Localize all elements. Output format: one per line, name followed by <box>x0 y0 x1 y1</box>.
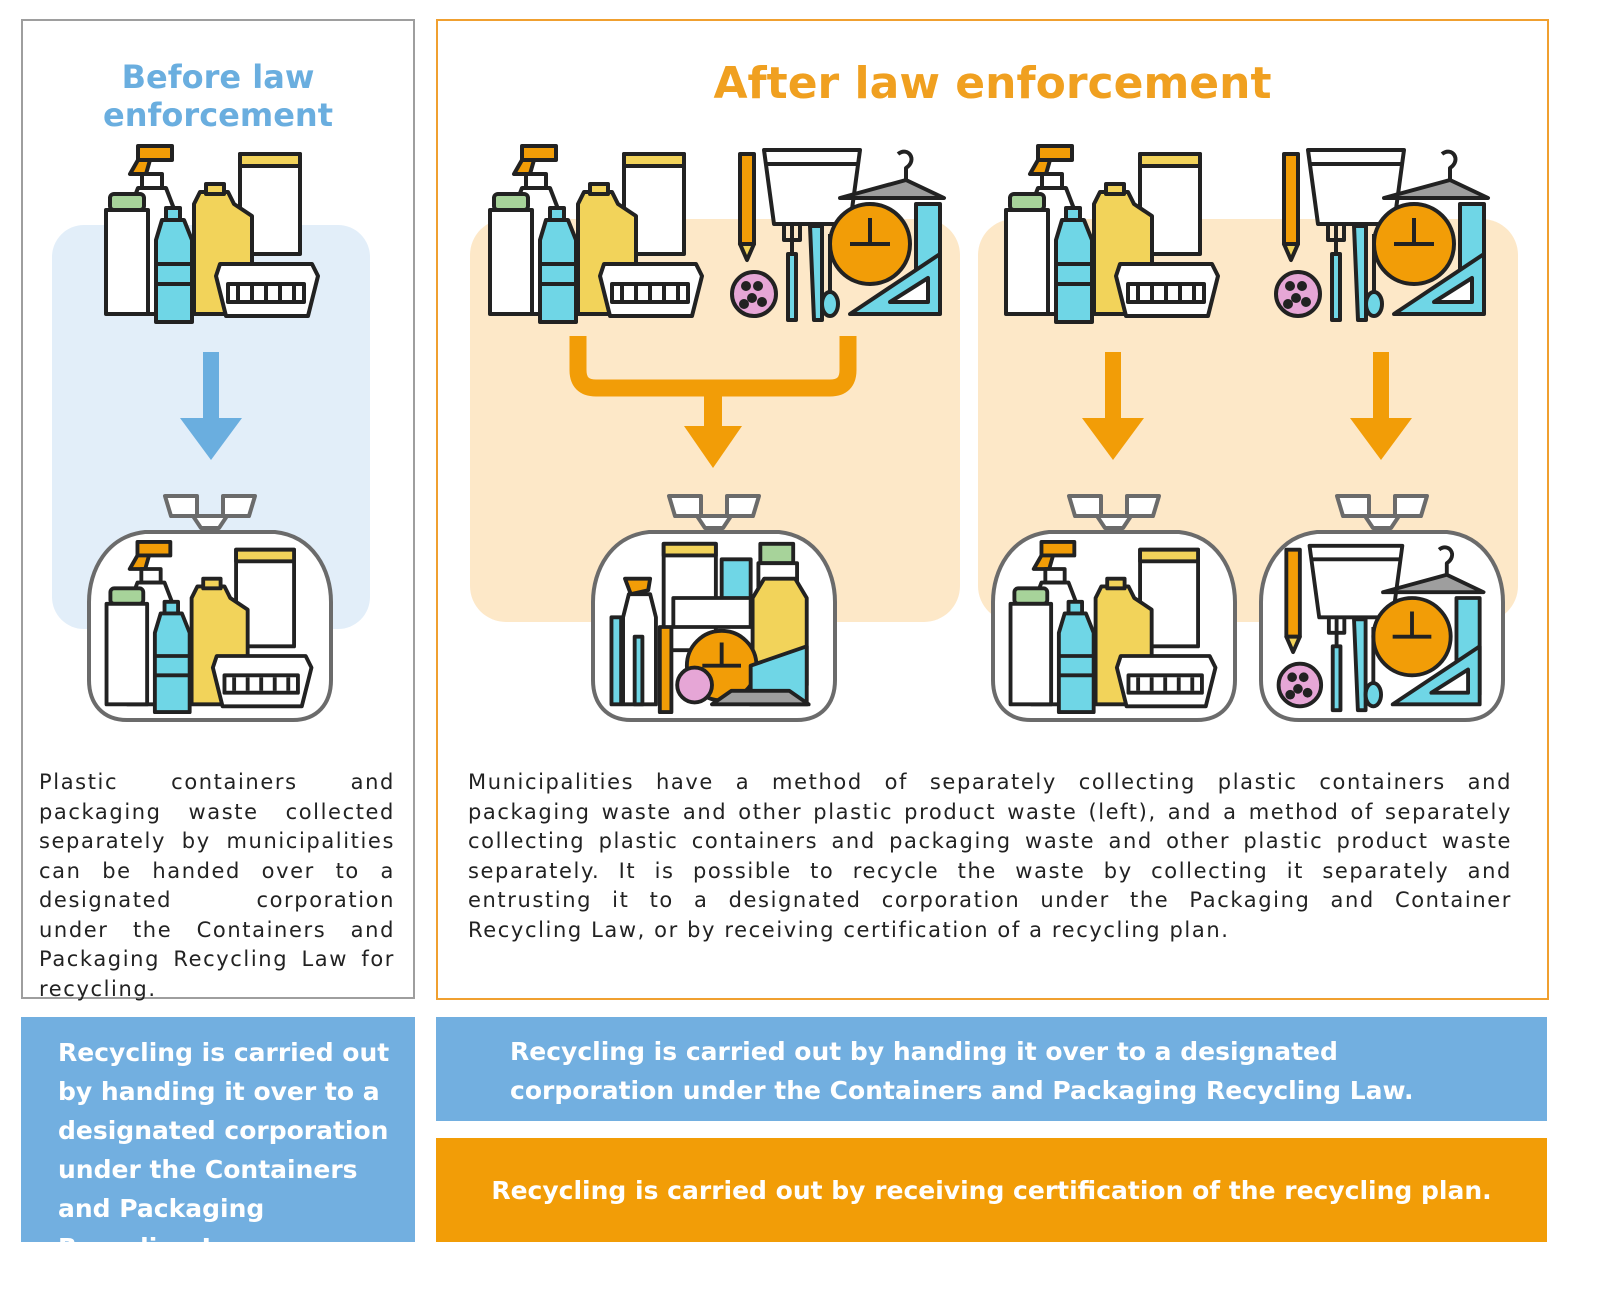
containers-packaging-icon <box>1002 144 1222 324</box>
containers-packaging-icon <box>100 540 318 714</box>
before-panel <box>21 19 415 999</box>
arrow-down-icon <box>180 352 242 460</box>
after-designated-corporation-banner: Recycling is carried out by handing it o… <box>436 1017 1547 1121</box>
after-recycling-plan-banner: Recycling is carried out by receiving ce… <box>436 1138 1547 1242</box>
plastic-products-icon <box>1274 540 1492 714</box>
arrow-down-icon <box>1350 352 1412 460</box>
before-description: Plastic containers and packaging waste c… <box>39 770 395 1001</box>
before-title: Before law enforcement <box>103 58 333 134</box>
before-recycling-banner-text: Recycling is carried out by handing it o… <box>58 1038 390 1262</box>
after-title: After law enforcement <box>713 58 1272 109</box>
mixed-plastics-icon <box>596 540 828 714</box>
before-recycling-banner: Recycling is carried out by handing it o… <box>21 1017 415 1262</box>
arrow-down-icon <box>1082 352 1144 460</box>
containers-packaging-icon <box>102 144 322 324</box>
after-designated-corporation-banner-text: Recycling is carried out by handing it o… <box>510 1037 1414 1105</box>
merge-arrow-icon <box>569 336 857 468</box>
plastic-products-icon <box>730 144 950 324</box>
containers-packaging-icon <box>1004 540 1222 714</box>
plastic-products-icon <box>1274 144 1494 324</box>
containers-packaging-icon <box>486 144 706 324</box>
after-panel <box>436 19 1549 1000</box>
after-description: Municipalities have a method of separate… <box>468 770 1512 942</box>
after-recycling-plan-banner-text: Recycling is carried out by receiving ce… <box>491 1175 1492 1205</box>
